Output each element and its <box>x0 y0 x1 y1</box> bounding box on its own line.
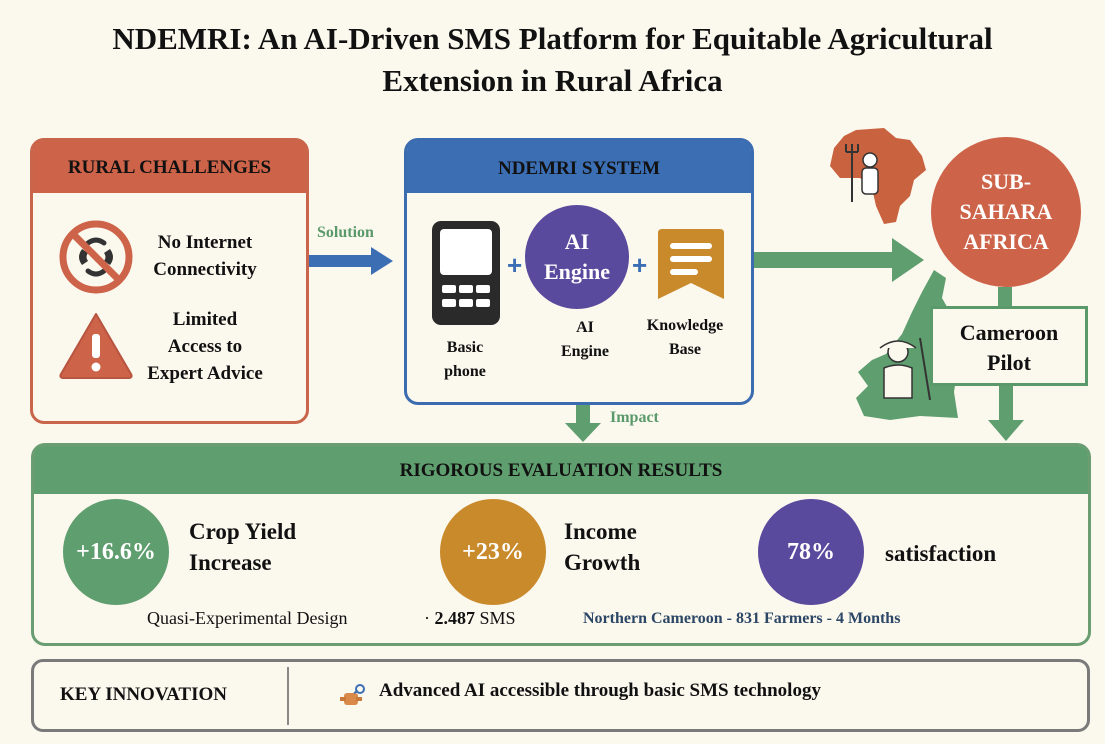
knowledge-base-label: Knowledge Base <box>646 317 724 358</box>
title-line-1: NDEMRI: An AI-Driven SMS Platform for Eq… <box>112 21 993 56</box>
region-connector <box>998 287 1012 307</box>
title-line-2: Extension in Rural Africa <box>382 63 723 98</box>
solution-label: Solution <box>317 224 374 241</box>
sub-saharan-africa-badge: SUB- SAHARA AFRICA <box>931 137 1081 287</box>
satisfaction-label: satisfaction <box>885 541 997 566</box>
income-growth-value: +23% <box>440 499 546 605</box>
rural-challenges-header: RURAL CHALLENGES <box>33 141 306 193</box>
phone-label: Basic phone <box>444 339 486 380</box>
no-internet-icon <box>59 220 133 294</box>
key-innovation-title: KEY INNOVATION <box>60 684 227 705</box>
cameroon-pilot-box: Cameroon Pilot <box>930 306 1088 386</box>
key-divider <box>287 667 289 725</box>
satisfaction-value: 78% <box>758 499 864 605</box>
challenge-limited-access: Limited Access to Expert Advice <box>147 309 263 384</box>
knowledge-base-icon <box>658 229 724 299</box>
key-innovation-text: Advanced AI accessible through basic SMS… <box>379 680 821 701</box>
impact-label: Impact <box>610 409 659 426</box>
africa-map-icon <box>830 128 926 224</box>
page-title: NDEMRI: An AI-Driven SMS Platform for Eq… <box>0 18 1105 102</box>
key-innovation-panel <box>31 659 1090 732</box>
satellite-icon <box>340 684 365 705</box>
warning-icon <box>59 313 133 379</box>
evaluation-results-panel: RIGOROUS EVALUATION RESULTS <box>31 443 1091 646</box>
ndemri-system-header: NDEMRI SYSTEM <box>407 141 751 193</box>
pilot-down-arrow <box>988 386 1024 441</box>
ai-engine-circle: AI Engine <box>525 205 629 309</box>
challenge-no-internet: No Internet Connectivity <box>153 232 257 280</box>
study-details: Northern Cameroon - 831 Farmers - 4 Mont… <box>583 610 901 627</box>
crop-yield-label: Crop Yield Increase <box>189 519 297 575</box>
basic-phone-icon <box>432 221 500 325</box>
ai-engine-label: AI Engine <box>560 319 609 360</box>
crop-yield-value: +16.6% <box>63 499 169 605</box>
sms-count: · 2.487 SMS <box>424 608 516 628</box>
plus-icon: + <box>632 250 648 280</box>
plus-icon: + <box>507 250 523 280</box>
impact-arrow <box>565 405 601 442</box>
income-growth-label: Income Growth <box>564 519 641 575</box>
region-arrow <box>754 238 924 282</box>
study-design: Quasi-Experimental Design <box>147 608 348 628</box>
evaluation-results-header: RIGOROUS EVALUATION RESULTS <box>34 446 1088 494</box>
solution-arrow <box>309 247 393 275</box>
